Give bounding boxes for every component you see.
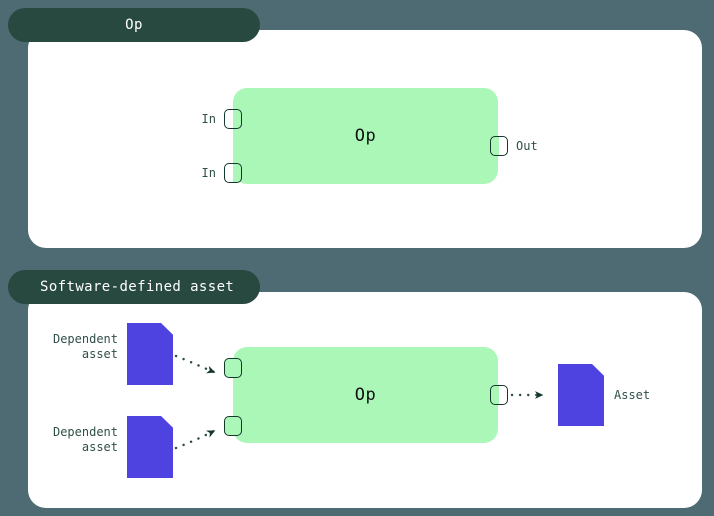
op-output-port-1-label: Out <box>516 139 538 153</box>
dependent-asset-icon-2[interactable] <box>127 416 173 478</box>
sda-panel: Software-defined asset Op De <box>0 270 714 508</box>
produced-asset-icon[interactable] <box>558 364 604 426</box>
sda-panel-tab-label: Software-defined asset <box>40 279 235 295</box>
op-input-port-1-label: In <box>201 112 216 126</box>
sda-panel-canvas: Op Dependent asset Dependent asset Asset <box>0 270 714 508</box>
op-panel-canvas: Op In In Out <box>0 8 714 248</box>
op-input-port-2[interactable] <box>224 163 242 183</box>
sda-input-port-2[interactable] <box>224 416 242 436</box>
op-node[interactable]: Op <box>233 88 498 184</box>
produced-asset-label: Asset <box>614 388 651 402</box>
op-node-label: Op <box>354 126 377 146</box>
sda-output-port-1[interactable] <box>490 385 508 405</box>
sda-panel-tab[interactable]: Software-defined asset <box>8 270 260 304</box>
op-input-port-1[interactable] <box>224 109 242 129</box>
dependent-asset-label-1: Dependent asset <box>52 332 118 361</box>
op-panel-tab-label: Op <box>125 17 143 33</box>
sda-input-port-1[interactable] <box>224 358 242 378</box>
dependent-asset-label-2: Dependent asset <box>52 425 118 454</box>
dependent-asset-icon-1[interactable] <box>127 323 173 385</box>
op-panel-tab[interactable]: Op <box>8 8 260 42</box>
sda-op-node[interactable]: Op <box>233 347 498 443</box>
edge-dependent-asset-2 <box>174 429 216 450</box>
op-output-port-1[interactable] <box>490 136 508 156</box>
sda-op-node-label: Op <box>354 385 377 405</box>
op-panel: Op Op In In Out <box>0 8 714 248</box>
op-input-port-2-label: In <box>201 166 216 180</box>
edge-dependent-asset-1 <box>174 354 216 374</box>
